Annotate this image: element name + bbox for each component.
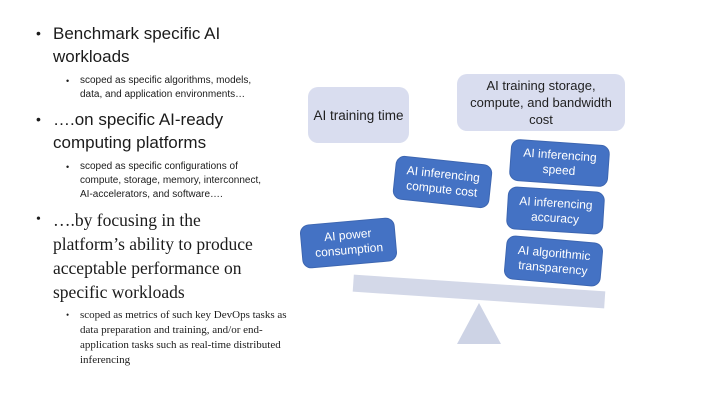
bullet-text: ….by focusing in the platform’s ability … (36, 208, 260, 304)
box-ai-training-storage-cost: AI training storage, compute, and bandwi… (457, 74, 625, 131)
sub-bullet-text: scoped as specific configurations of com… (65, 160, 272, 202)
box-label: AI inferencing accuracy (518, 193, 594, 226)
sub-bullet-text: scoped as metrics of such key DevOps tas… (65, 308, 287, 368)
box-ai-inferencing-speed: AI inferencing speed (508, 138, 611, 188)
bullet-text: ….on specific AI-ready computing platfor… (36, 108, 253, 154)
box-ai-inferencing-accuracy: AI inferencing accuracy (505, 186, 606, 235)
box-ai-inferencing-compute-cost: AI inferencing compute cost (391, 155, 494, 209)
box-label: AI power consumption (314, 225, 384, 260)
box-ai-power-consumption: AI power consumption (299, 216, 398, 270)
box-label: AI inferencing speed (522, 145, 598, 179)
box-ai-algorithmic-transparency: AI algorithmic transparency (503, 234, 604, 288)
bullet-list: Benchmark specific AI workloads scoped a… (36, 22, 287, 374)
box-label: AI training time (313, 107, 404, 123)
bullet-item: ….by focusing in the platform’s ability … (36, 208, 287, 368)
bullet-text: Benchmark specific AI workloads (36, 22, 253, 68)
bullet-item: ….on specific AI-ready computing platfor… (36, 108, 261, 202)
box-label: AI inferencing compute cost (405, 163, 481, 200)
box-label: AI algorithmic transparency (517, 242, 592, 278)
box-label: AI training storage, compute, and bandwi… (470, 78, 612, 127)
sub-bullet-text: scoped as specific algorithms, models, d… (65, 74, 272, 102)
fulcrum-triangle (457, 303, 501, 344)
bullet-item: Benchmark specific AI workloads scoped a… (36, 22, 252, 102)
box-ai-training-time: AI training time (308, 87, 409, 143)
